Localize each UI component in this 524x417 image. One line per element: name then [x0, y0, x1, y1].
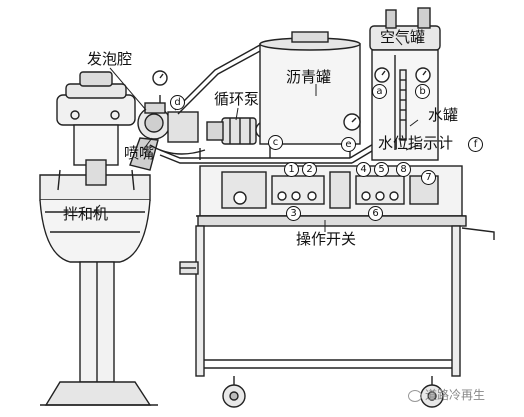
label-asphalt-tank: 沥青罐	[286, 68, 332, 86]
marker-2: 2	[302, 162, 317, 177]
foam-chamber-assembly	[129, 70, 206, 171]
leader-lines	[92, 37, 419, 232]
label-mixer: 拌和机	[63, 205, 109, 223]
marker-e: e	[341, 137, 356, 152]
label-operating-switches: 操作开关	[296, 230, 357, 248]
marker-f: f	[468, 137, 483, 152]
marker-7: 7	[421, 170, 436, 185]
air-water-tank-unit	[343, 7, 441, 161]
label-air-tank: 空气罐	[380, 28, 426, 46]
mixer-machine	[39, 71, 158, 406]
watermark: 道路冷再生	[408, 386, 485, 403]
watermark-logo-icon	[408, 389, 422, 402]
marker-5: 5	[374, 162, 389, 177]
asphalt-tank	[259, 31, 361, 158]
marker-c: c	[268, 135, 283, 150]
label-circulation-pump: 循环泵	[214, 90, 260, 108]
label-nozzle: 喷嘴	[124, 144, 155, 162]
marker-a: a	[372, 84, 387, 99]
marker-3: 3	[286, 206, 301, 221]
marker-4: 4	[356, 162, 371, 177]
label-foam-chamber: 发泡腔	[87, 50, 133, 68]
control-cart	[179, 165, 495, 408]
marker-6: 6	[368, 206, 383, 221]
label-water-tank: 水罐	[428, 106, 459, 124]
marker-b: b	[415, 84, 430, 99]
marker-1: 1	[284, 162, 299, 177]
marker-d: d	[170, 95, 185, 110]
label-water-level-indicator: 水位指示计	[378, 134, 454, 152]
marker-8: 8	[396, 162, 411, 177]
watermark-text: 道路冷再生	[425, 388, 486, 402]
